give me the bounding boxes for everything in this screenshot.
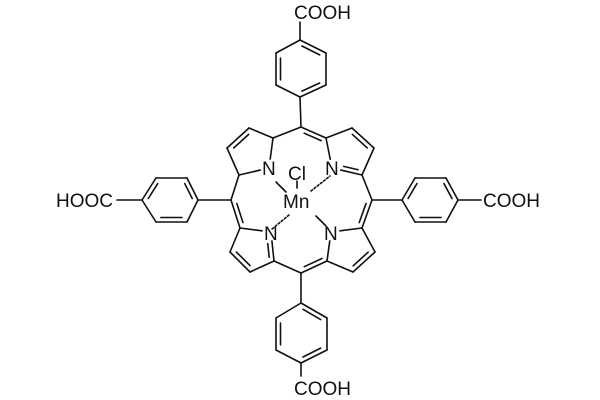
meso-bridge-bond (361, 199, 373, 229)
pyrrole-top-left-bond (226, 127, 250, 149)
pyrrole-top-right-bond (325, 127, 353, 139)
pyrrole-top-left-bond (248, 127, 274, 139)
meso-phenyl-bond-top (299, 96, 302, 128)
nitrogen-label-bottom-left: N (264, 224, 278, 245)
pyrrole-top-right-bond (339, 169, 363, 176)
cooh-label-bottom: COOH (294, 379, 351, 400)
pyrrole-bottom-right-bond (326, 240, 331, 262)
pyrrole-bottom-left-bond (271, 240, 275, 262)
phenyl-ring-bottom-bond (275, 302, 302, 319)
phenyl-ring-right-bond (445, 177, 459, 201)
chlorine-label: Cl (288, 164, 306, 185)
mn-n-coordinate-bond (310, 175, 331, 192)
pyrrole-bottom-right-bond (352, 251, 376, 273)
pyrrole-top-right-bond (361, 147, 375, 176)
phenyl-ring-left-double-bond (183, 182, 194, 200)
meso-bridge-bond (273, 260, 302, 274)
pyrrole-bottom-left-bond (229, 251, 251, 273)
mn-n-coordinate-bond (271, 214, 290, 230)
meso-bridge-bond (230, 199, 241, 229)
pyrrole-bottom-right-bond (339, 227, 363, 232)
pyrrole-top-left-double-bond (232, 133, 250, 149)
meso-bridge-bond (300, 126, 327, 139)
meso-double-bond (303, 257, 323, 268)
phenyl-ring-right-double-bond (407, 182, 418, 200)
nitrogen-label-top-left: N (262, 159, 276, 180)
phenyl-ring-top-bond (299, 84, 327, 98)
phenyl-ring-left-double-bond (147, 182, 159, 200)
pyrrole-bottom-left-double-bond (235, 251, 251, 267)
meso-double-bond (303, 132, 322, 142)
phenyl-ring-left-bond (141, 199, 157, 223)
phenyl-ring-top-bond (275, 39, 301, 54)
pyrrole-top-right-bond (351, 127, 375, 149)
manganese-label: Mn (283, 192, 309, 213)
pyrrole-bottom-right-double-bond (352, 251, 369, 267)
mn-n-bond (275, 181, 287, 193)
meso-bridge-bond (361, 174, 373, 201)
mn-n-bond (315, 215, 327, 227)
meso-bridge-bond (300, 260, 328, 274)
phenyl-ring-top-double-bond (301, 45, 321, 56)
pyrrole-bottom-left-bond (239, 227, 263, 232)
phenyl-ring-left-bond (141, 177, 157, 201)
phenyl-ring-left-bond (186, 177, 199, 201)
meso-bridge-bond (230, 174, 240, 201)
phenyl-ring-right-double-bond (443, 182, 453, 200)
pyrrole-top-left-bond (238, 169, 262, 176)
phenyl-ring-bottom-double-bond (302, 347, 322, 358)
hooc-label-left: HOOC (56, 191, 113, 212)
cooh-label-top: COOH (294, 3, 351, 24)
pyrrole-bottom-right-bond (326, 260, 354, 273)
phenyl-ring-top-bond (299, 39, 327, 54)
pyrrole-top-left-bond (226, 147, 240, 176)
meso-double-bond (358, 202, 367, 224)
phenyl-ring-right-bond (445, 199, 459, 223)
pyrrole-bottom-right-bond (361, 227, 376, 253)
nitrogen-label-top-right: N (325, 159, 339, 180)
phenyl-ring-right-bond (401, 199, 416, 223)
phenyl-ring-bottom-double-bond (302, 308, 322, 321)
pyrrole-top-right-bond (325, 137, 332, 160)
cooh-label-right: COOH (483, 191, 540, 212)
phenyl-ring-left-bond (186, 199, 199, 223)
phenyl-ring-top-double-bond (301, 82, 321, 92)
phenyl-ring-bottom-bond (275, 349, 302, 364)
phenyl-ring-bottom-bond (300, 349, 328, 364)
imine-double-bond (342, 165, 359, 171)
pyrrole-bottom-left-bond (249, 260, 275, 273)
pyrrole-bottom-left-bond (229, 227, 241, 253)
phenyl-ring-top-bond (275, 84, 301, 98)
meso-bridge-bond (272, 126, 302, 139)
imine-double-bond (266, 242, 270, 259)
pyrrole-top-left-bond (269, 137, 274, 160)
nitrogen-label-bottom-right: N (324, 224, 338, 245)
phenyl-ring-right-bond (401, 177, 416, 201)
phenyl-ring-bottom-bond (300, 302, 328, 319)
meso-double-bond (236, 202, 244, 224)
pyrrole-top-right-double-bond (351, 133, 369, 149)
